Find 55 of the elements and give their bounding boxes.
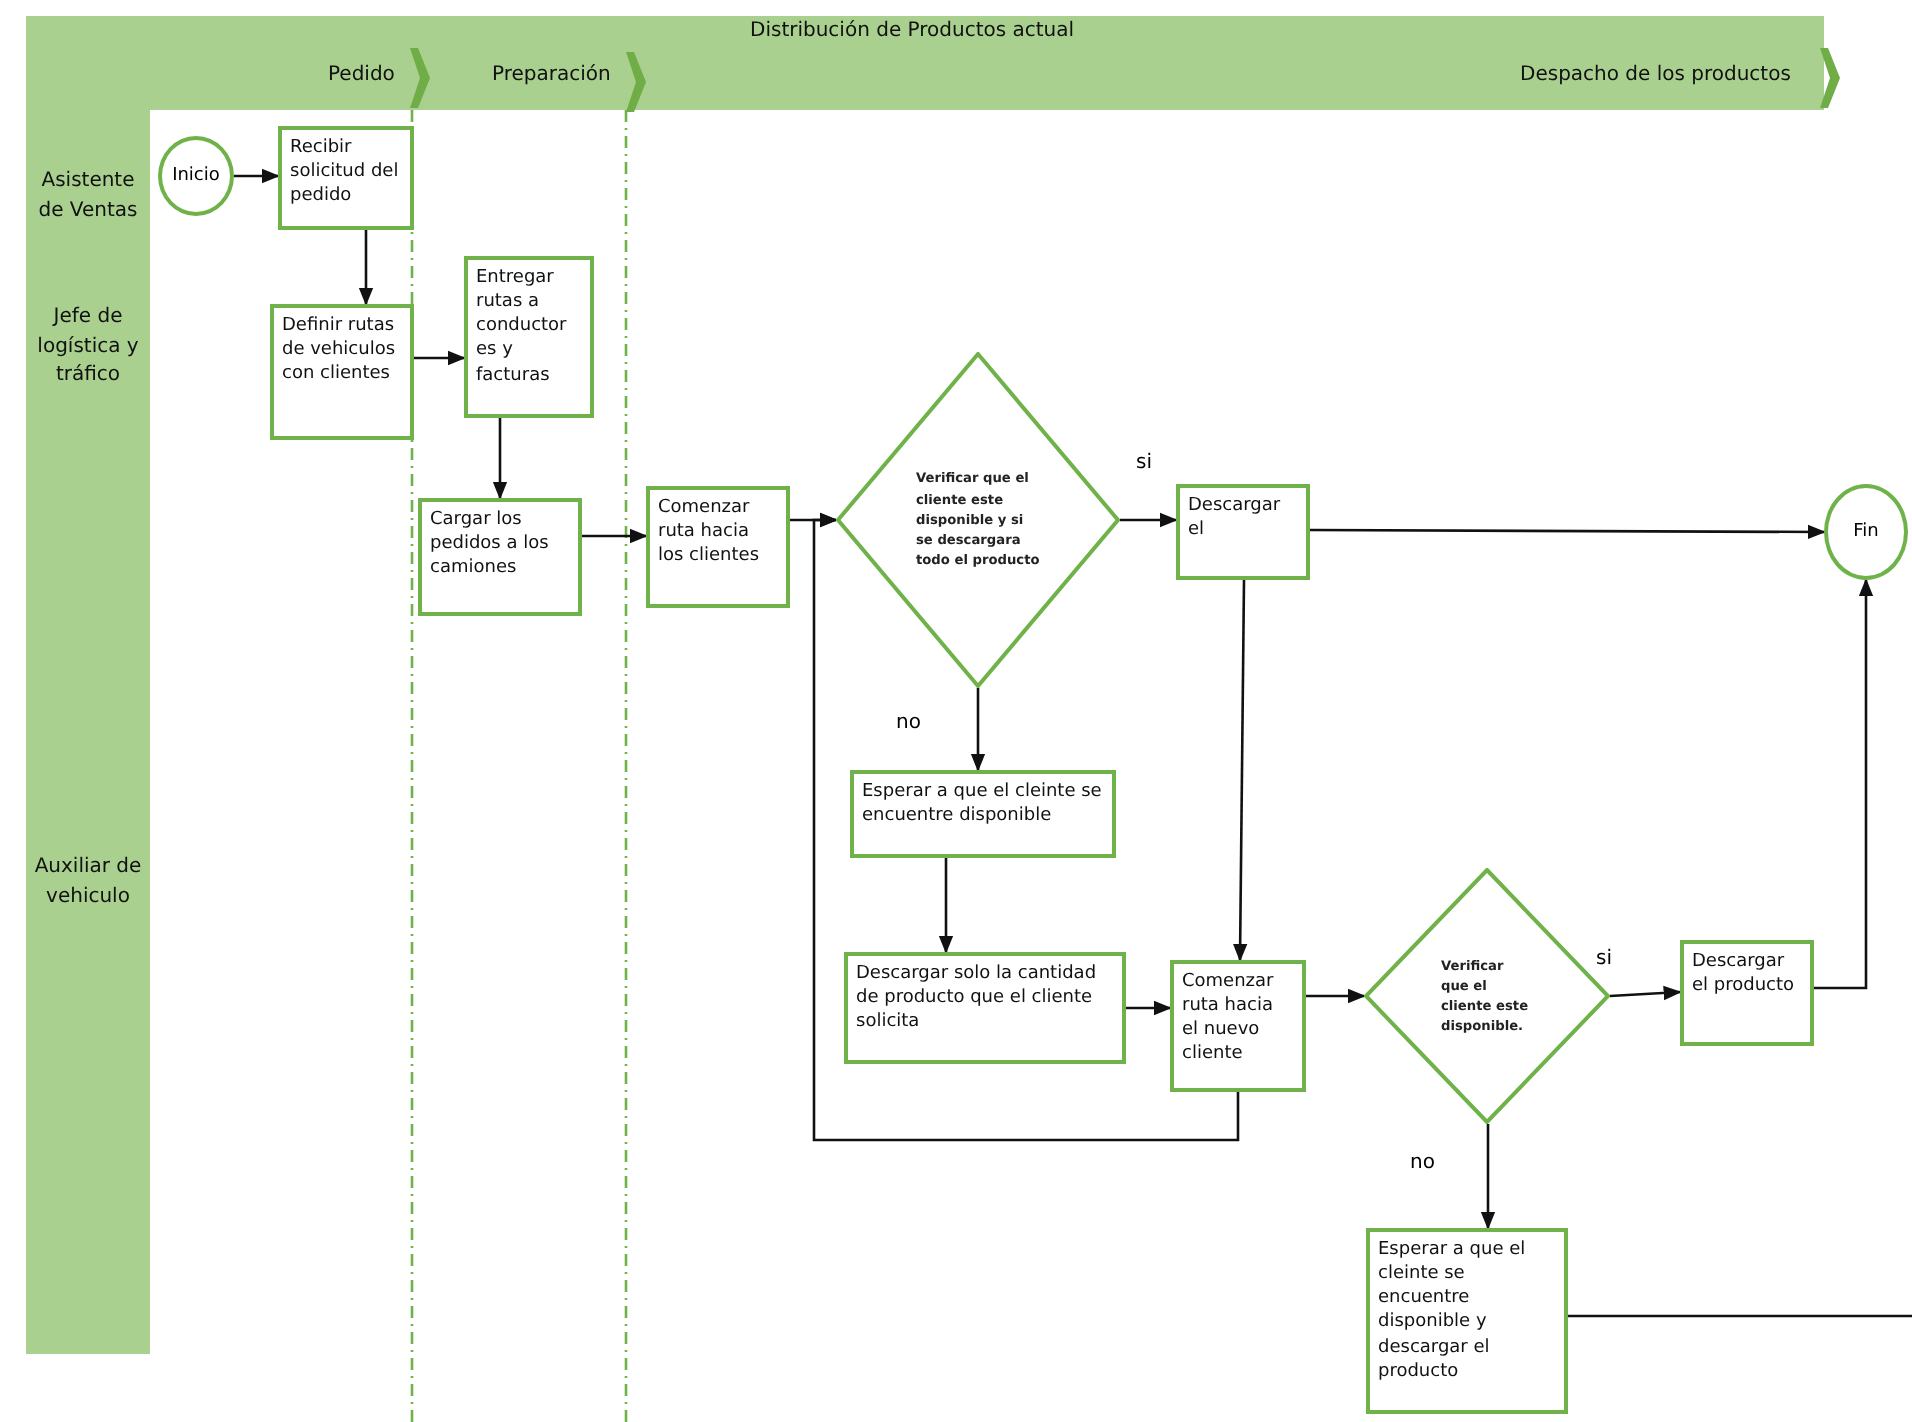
arrow [358,230,374,306]
terminator-text: Fin [1853,522,1879,542]
process-box [278,126,414,230]
edge-label: no [1410,1152,1435,1174]
box-text: Cargar los pedidos a los camiones [430,508,551,581]
lane-label: Asistente de Ventas [36,168,140,225]
box-text: Entregar rutas a conductor es y facturas [476,266,569,388]
phase-label: Preparación [492,64,611,86]
terminator-text: Inicio [172,166,220,186]
phase-label: Despacho de los productos [1520,64,1791,86]
arrow [1480,1124,1496,1230]
arrow [1232,580,1248,962]
box-text: Recibir solicitud del pedido [290,136,401,209]
process-box [1366,1228,1568,1414]
terminator-circle [158,136,234,216]
process-box [1680,940,1814,1046]
box-text: Descargar el [1188,494,1283,543]
box-text: Comenzar ruta hacia el nuevo cliente [1182,970,1276,1068]
arrow [414,350,466,366]
arrow [938,858,954,954]
box-text: Esperar a que el cleinte se encuentre disponible [862,780,1104,829]
arrow [1814,578,1874,990]
process-box [646,486,790,608]
arrow [812,512,1240,1142]
box-text: Definir rutas de vehiculos con clientes [282,314,398,387]
edge-label: si [1136,452,1152,474]
arrow [492,418,508,500]
process-box [270,304,414,440]
process-box [464,256,594,418]
edge-label: si [1596,948,1612,970]
arrow [1306,988,1366,1004]
arrow [1120,512,1178,528]
process-box [850,770,1116,858]
terminator-circle [1824,484,1908,580]
lane-label: Jefe de logística y tráfico [35,304,141,390]
box-text: Descargar el producto [1692,950,1797,999]
process-box [1170,960,1306,1092]
box-text: Comenzar ruta hacia los clientes [658,496,762,569]
arrow [970,688,986,772]
lane-label: Auxiliar de vehiculo [32,854,144,911]
phase-label: Pedido [328,64,395,86]
process-box [418,498,582,616]
box-text: Esperar a que el cleinte se encuentre disponible y descargar el producto [1378,1238,1528,1384]
process-box [1176,484,1310,580]
arrow [1310,524,1826,540]
arrow [234,168,280,184]
decision-diamond [1364,868,1610,1124]
diagram-title: Distribución de Productos actual [750,20,1075,42]
process-box [844,952,1126,1064]
arrow [1609,985,1682,1001]
box-text: Descargar solo la cantidad de producto que el cliente solicita [856,962,1099,1035]
arrow [1126,1000,1172,1016]
arrow [582,528,648,544]
edge-label: no [896,712,921,734]
decision-diamond [836,352,1120,688]
